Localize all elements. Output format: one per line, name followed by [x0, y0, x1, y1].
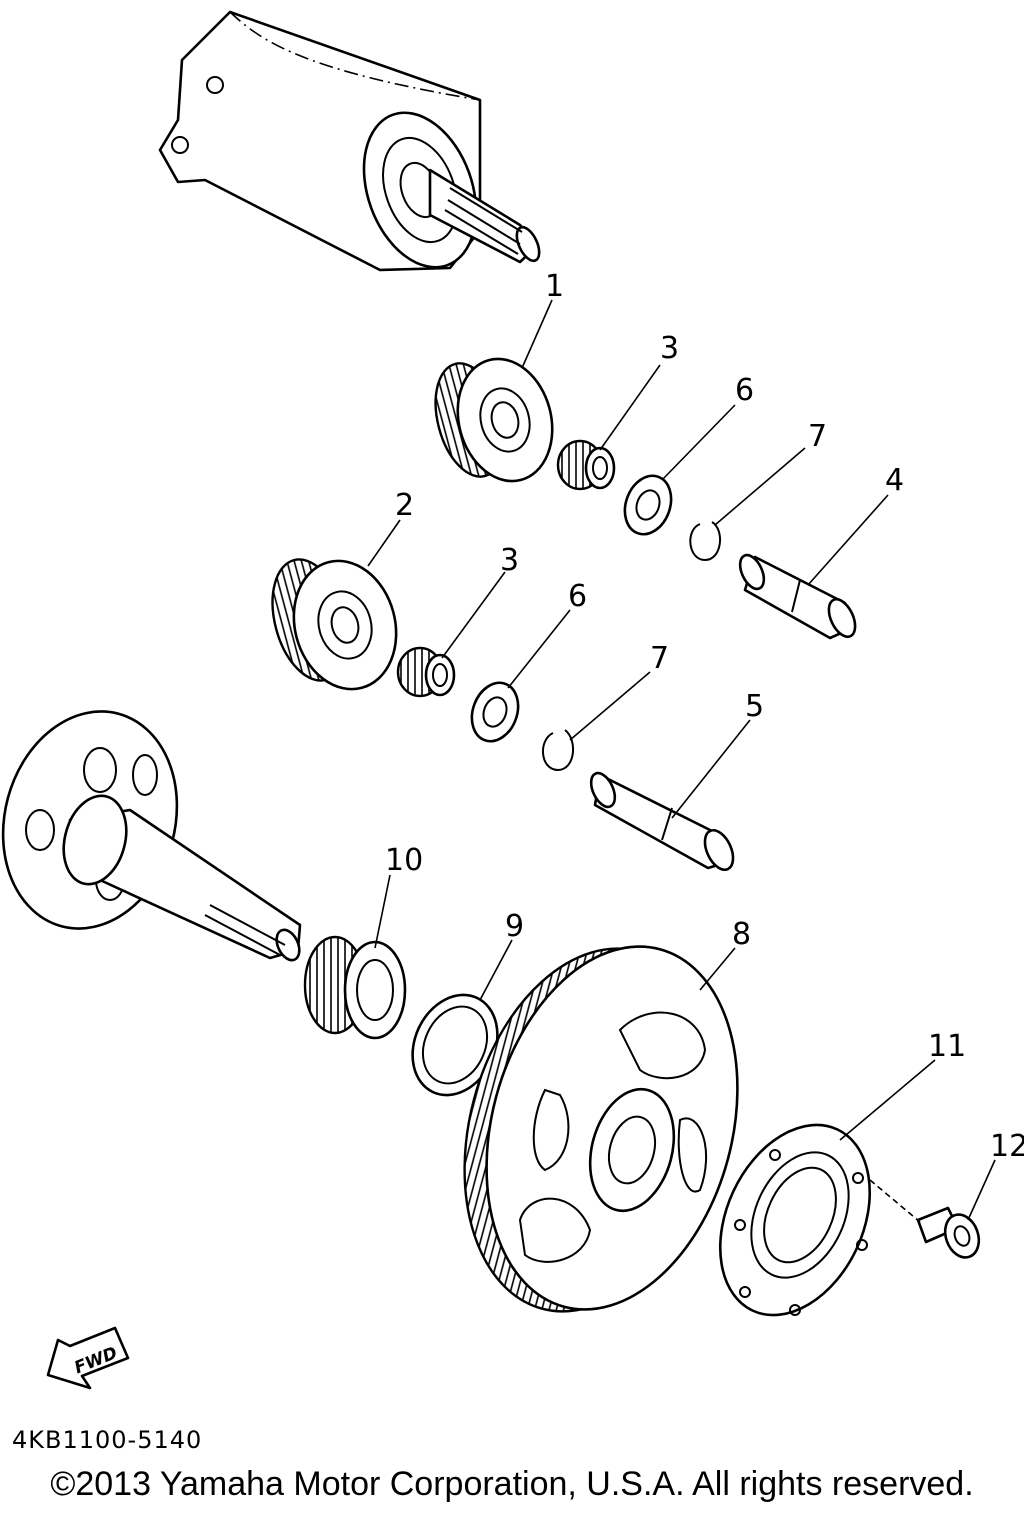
callout-6-lower: 6	[568, 579, 587, 614]
callout-10: 10	[385, 843, 423, 878]
fwd-direction-arrow: FWD	[46, 1326, 130, 1390]
part-8-large-gear	[463, 945, 739, 1313]
part-1-gear	[434, 357, 554, 483]
callout-5: 5	[745, 689, 764, 724]
callout-7-upper: 7	[808, 419, 827, 454]
part-4-shaft	[738, 553, 857, 640]
copyright-notice: ©2013 Yamaha Motor Corporation, U.S.A. A…	[50, 1465, 974, 1503]
part-3-bearing-lower	[396, 646, 456, 698]
callout-4: 4	[885, 463, 904, 498]
callout-12: 12	[990, 1129, 1024, 1164]
part-12-bolt	[869, 1179, 981, 1259]
part-11-one-way-clutch	[718, 1123, 872, 1317]
callout-7-lower: 7	[650, 641, 669, 676]
callout-6-upper: 6	[735, 373, 754, 408]
part-7-circlip-lower	[541, 729, 574, 772]
part-3-bearing-upper	[556, 439, 616, 491]
callout-1: 1	[545, 269, 564, 304]
callout-labels: 1 2 3 3 4 5 6 6 7 7 8 9 10 11 12	[367, 269, 1024, 1221]
part-6-washer-upper	[623, 474, 673, 536]
diagram-reference-code: 4KB1100-5140	[12, 1426, 203, 1454]
callout-11: 11	[928, 1029, 966, 1064]
callout-8: 8	[732, 917, 751, 952]
part-10-bearing	[303, 935, 407, 1040]
part-7-circlip-upper	[689, 521, 721, 562]
callout-2: 2	[395, 488, 414, 523]
callout-9: 9	[505, 909, 524, 944]
callout-3-upper: 3	[660, 331, 679, 366]
part-2-gear	[271, 558, 398, 691]
part-6-washer-lower	[470, 681, 520, 743]
part-5-shaft	[589, 771, 735, 871]
starter-motor	[158, 10, 541, 272]
callout-3-lower: 3	[500, 543, 519, 578]
clutch-housing-shaft	[1, 710, 302, 962]
